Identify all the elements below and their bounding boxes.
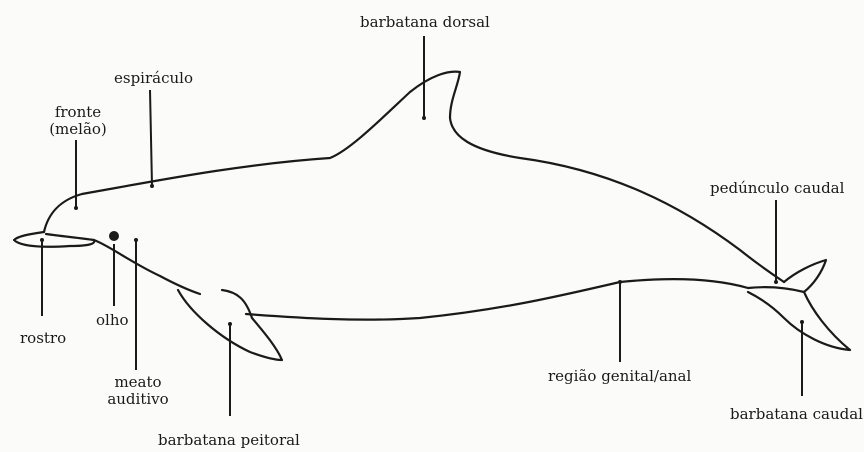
label-olho: olho <box>96 312 129 329</box>
leader-espiraculo <box>150 90 152 186</box>
eye-dot <box>109 231 119 241</box>
dolphin-belly-outline <box>246 279 748 320</box>
label-rostro: rostro <box>20 330 66 347</box>
label-pedunculo-caudal: pedúnculo caudal <box>710 180 844 197</box>
label-espiraculo: espiráculo <box>114 70 193 87</box>
label-barbatana-dorsal: barbatana dorsal <box>360 14 490 31</box>
dolphin-head-outline <box>14 232 94 247</box>
label-barbatana-peitoral: barbatana peitoral <box>158 432 300 449</box>
label-fronte-line1: fronte <box>42 104 114 121</box>
label-meato-auditivo: meato auditivo <box>100 374 176 408</box>
dolphin-jaw-outline <box>94 240 200 294</box>
dolphin-back-outline <box>44 72 784 282</box>
label-fronte: fronte (melão) <box>42 104 114 138</box>
label-meato-line2: auditivo <box>100 391 176 408</box>
label-barbatana-caudal: barbatana caudal <box>730 406 863 423</box>
tail-fluke-upper <box>784 260 826 292</box>
label-fronte-line2: (melão) <box>42 121 114 138</box>
label-regiao-genital-anal: região genital/anal <box>548 368 691 385</box>
label-meato-line1: meato <box>100 374 176 391</box>
tail-fluke-lower <box>748 287 850 350</box>
